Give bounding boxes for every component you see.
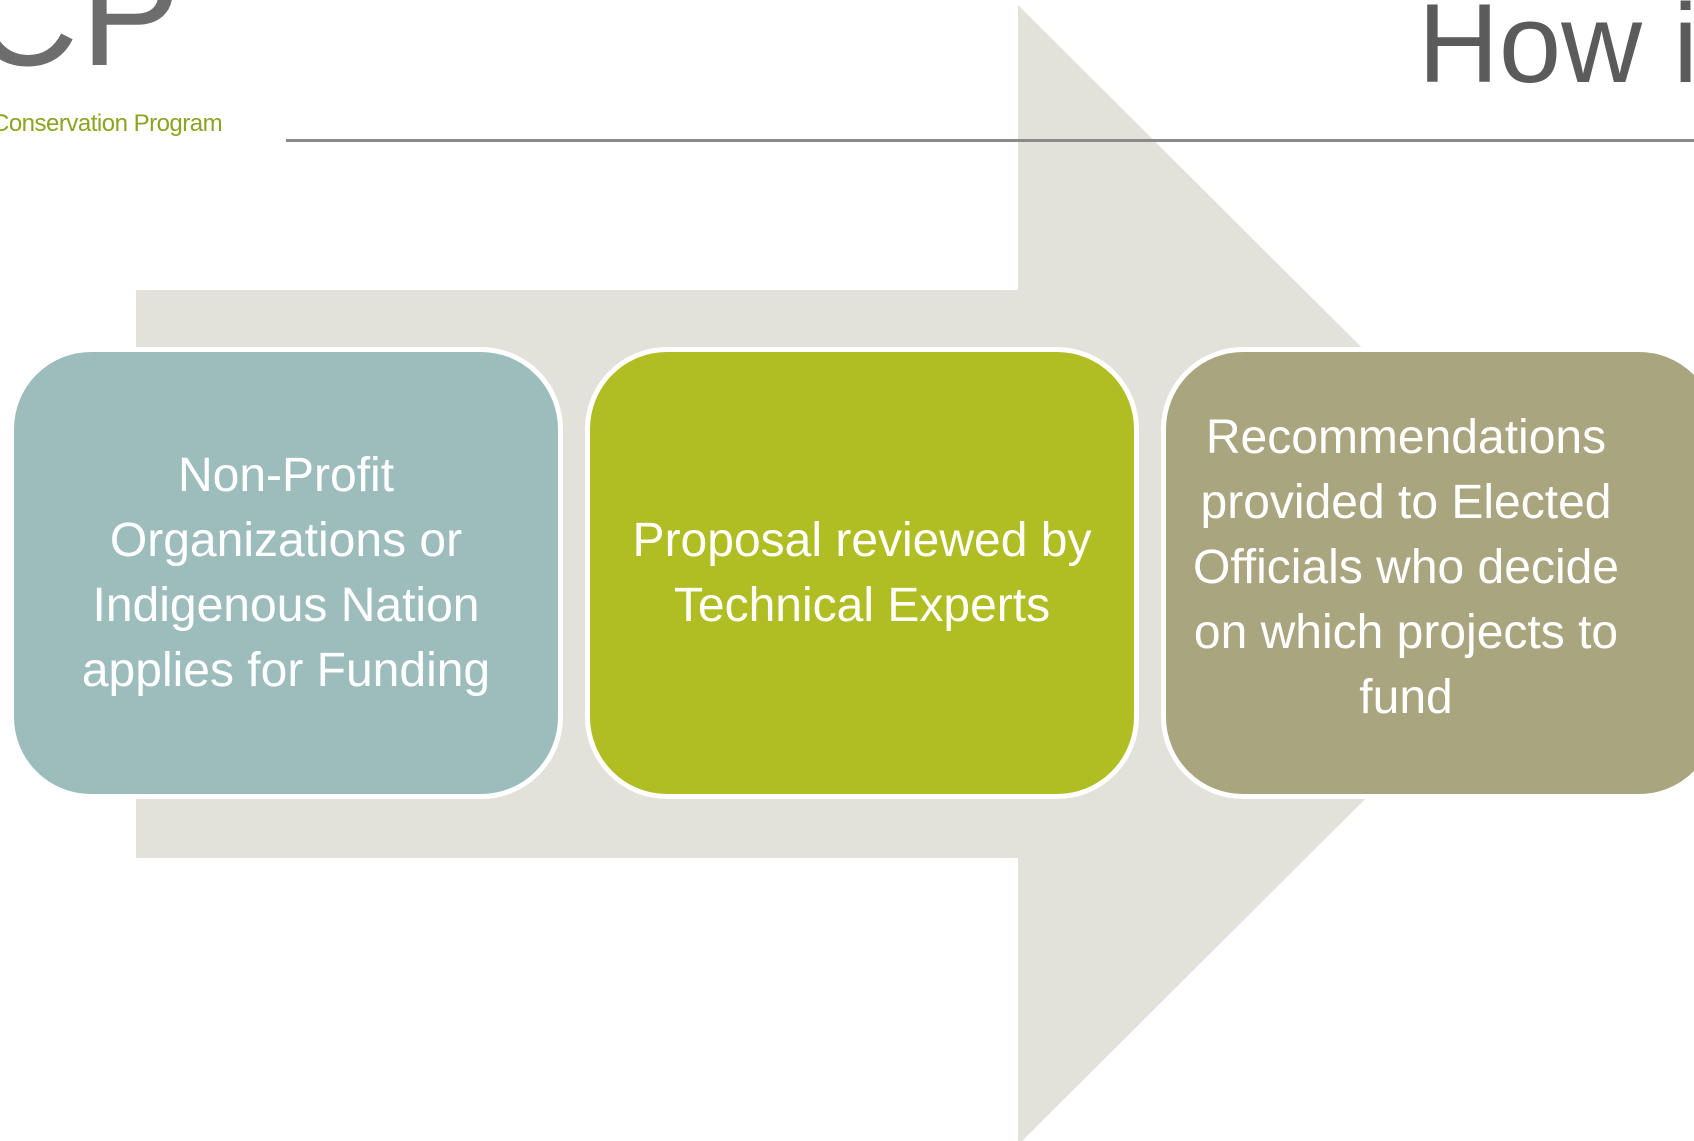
- step-review-label: Proposal reviewed by Technical Experts: [632, 514, 1092, 632]
- step-decision-box: Recommendations provided to Elected Offi…: [1161, 347, 1694, 799]
- logo-tagline: Conservation Program: [0, 110, 223, 137]
- step-apply-label: Non-Profit Organizations or Indigenous N…: [81, 449, 491, 697]
- step-review-box: Proposal reviewed by Technical Experts: [585, 347, 1139, 799]
- step-decision-label: Recommendations provided to Elected Offi…: [1193, 410, 1619, 724]
- page-title: How i: [1418, 0, 1694, 106]
- logo-letters: CP: [0, 0, 183, 97]
- title-divider: [286, 139, 1694, 142]
- step-apply-box: Non-Profit Organizations or Indigenous N…: [9, 347, 563, 799]
